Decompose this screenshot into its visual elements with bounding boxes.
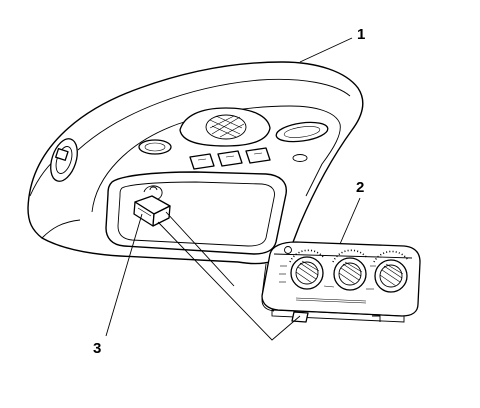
map-lamp-right	[275, 121, 329, 143]
module-opening	[105, 171, 287, 255]
indicator-light	[292, 154, 308, 162]
leader-line-3	[105, 213, 143, 337]
callout-label-1: 1	[357, 26, 366, 43]
mode-knob	[374, 259, 408, 293]
fan-speed-knob	[290, 256, 324, 290]
dome-lamp	[179, 107, 271, 147]
leader-line-2	[339, 197, 361, 245]
control-module	[261, 241, 421, 323]
leader-lines	[105, 37, 361, 341]
wiring-harness-connector	[133, 185, 171, 227]
leader-line-1	[299, 37, 353, 63]
map-lamp-left	[138, 139, 172, 155]
callout-label-2: 2	[356, 179, 365, 196]
callout-label-3: 3	[93, 340, 102, 357]
overhead-console-housing	[27, 61, 364, 265]
connection-guide-line	[157, 221, 301, 341]
switch-button-row	[189, 147, 271, 170]
temperature-knob	[333, 257, 367, 291]
connection-guide-line-upper	[165, 211, 235, 287]
side-lamp	[50, 138, 78, 182]
